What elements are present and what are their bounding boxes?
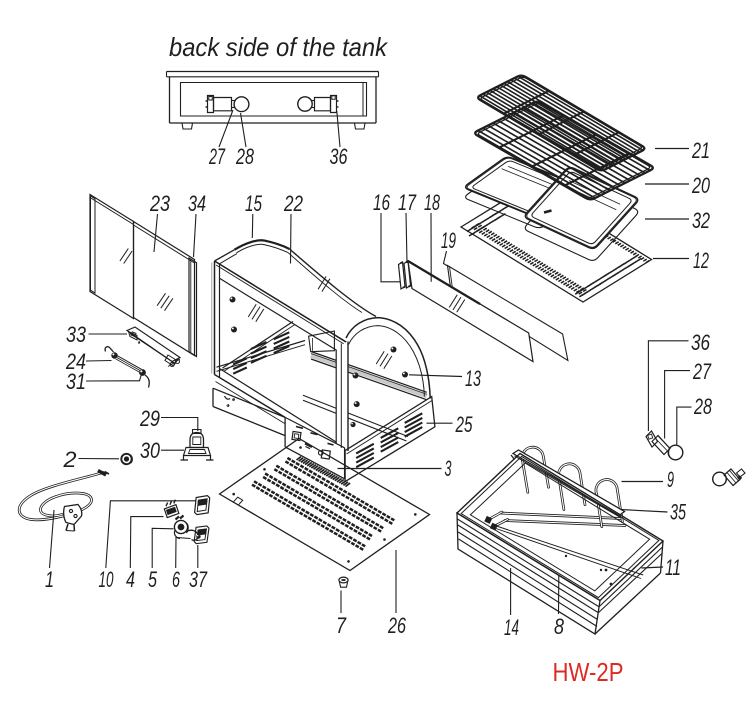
svg-text:8: 8 [554,614,565,639]
svg-text:28: 28 [693,394,712,419]
svg-text:34: 34 [188,191,206,216]
svg-text:17: 17 [398,190,417,215]
svg-text:32: 32 [692,208,710,233]
svg-text:36: 36 [330,144,349,169]
svg-text:36: 36 [691,330,711,355]
svg-text:33: 33 [66,322,87,347]
svg-text:back side of the tank: back side of the tank [169,32,389,62]
svg-text:18: 18 [424,190,440,215]
svg-text:31: 31 [66,369,86,394]
svg-text:10: 10 [99,567,114,592]
svg-text:3: 3 [445,456,452,481]
svg-text:13: 13 [465,366,481,391]
svg-text:14: 14 [504,615,519,640]
svg-text:2: 2 [62,447,76,472]
svg-text:27: 27 [692,359,711,384]
svg-text:23: 23 [149,191,170,216]
svg-text:16: 16 [373,190,391,215]
svg-text:5: 5 [148,567,158,592]
svg-text:24: 24 [65,349,86,374]
svg-text:19: 19 [441,228,456,253]
svg-text:12: 12 [693,248,709,273]
svg-text:11: 11 [665,555,681,580]
svg-text:35: 35 [670,500,686,525]
svg-text:HW-2P: HW-2P [553,659,624,687]
svg-text:28: 28 [235,144,254,169]
svg-text:15: 15 [245,191,263,216]
svg-text:25: 25 [455,412,473,437]
svg-text:27: 27 [208,144,225,169]
svg-text:37: 37 [189,567,208,592]
svg-text:7: 7 [336,613,347,638]
svg-text:4: 4 [126,567,135,592]
svg-text:26: 26 [387,613,406,638]
svg-text:21: 21 [691,138,710,163]
svg-text:29: 29 [139,406,160,431]
svg-text:1: 1 [45,567,54,592]
svg-text:6: 6 [172,567,180,592]
svg-text:30: 30 [140,438,161,463]
svg-text:22: 22 [283,191,303,216]
svg-text:20: 20 [691,173,710,198]
svg-text:9: 9 [667,467,674,492]
